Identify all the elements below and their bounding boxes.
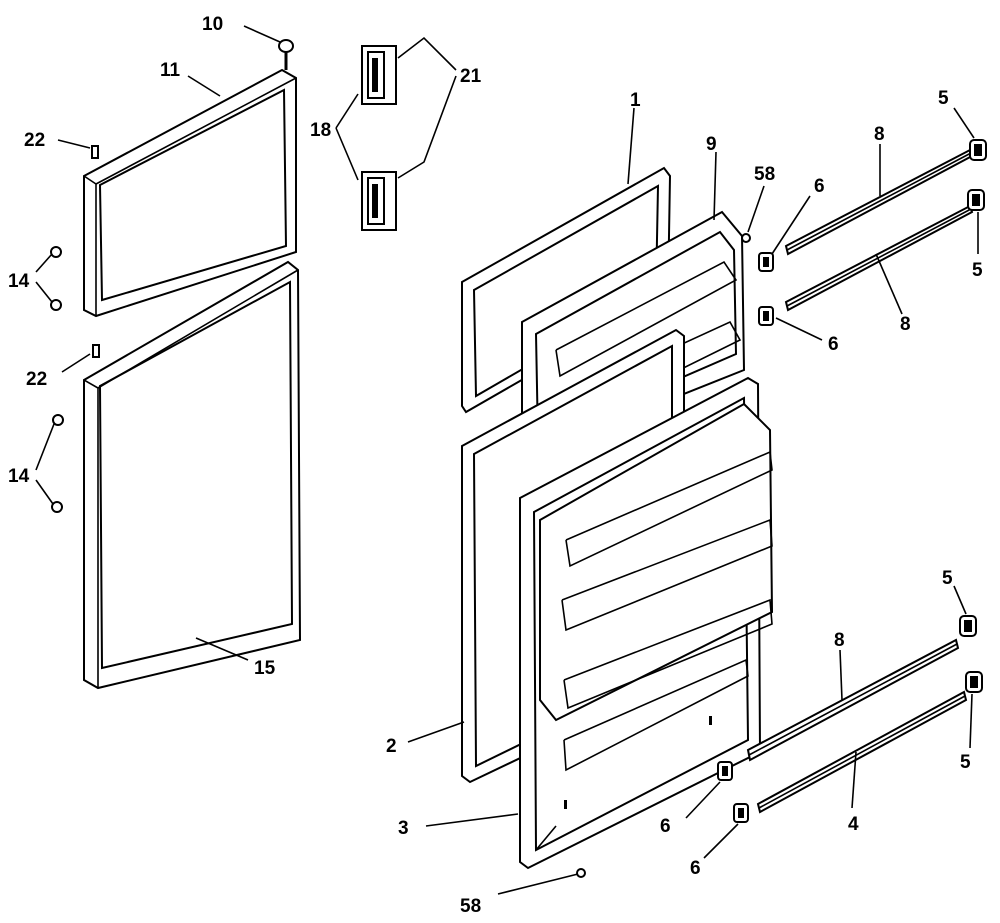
label-22-lower: 22 bbox=[26, 369, 47, 390]
part-15-fresh-food-gasket bbox=[83, 260, 302, 690]
label-11: 11 bbox=[160, 60, 181, 81]
label-58-lower: 58 bbox=[460, 896, 481, 917]
part-14-caps-lower bbox=[51, 414, 64, 513]
label-14-lower: 14 bbox=[8, 466, 30, 487]
part-18-hinge-lower bbox=[361, 171, 397, 231]
part-4-bar-lower bbox=[756, 690, 968, 814]
label-4: 4 bbox=[848, 814, 859, 835]
label-15: 15 bbox=[254, 658, 276, 679]
label-6-lower-b: 6 bbox=[690, 858, 701, 879]
label-1: 1 bbox=[630, 90, 641, 111]
label-10: 10 bbox=[202, 14, 223, 35]
label-6-upper: 6 bbox=[814, 176, 825, 197]
part-6-cap-c bbox=[717, 761, 733, 781]
part-6-cap-a bbox=[758, 252, 774, 272]
part-6-cap-d bbox=[733, 803, 749, 823]
label-18: 18 bbox=[310, 120, 331, 141]
label-5-b: 5 bbox=[972, 260, 983, 281]
part-58-screw-upper bbox=[741, 233, 751, 243]
label-6-middle: 6 bbox=[828, 334, 839, 355]
label-2: 2 bbox=[386, 736, 397, 757]
leader-lines bbox=[35, 25, 979, 895]
label-5-a: 5 bbox=[938, 88, 949, 109]
label-22-upper: 22 bbox=[24, 130, 45, 151]
part-number-labels: 10 11 22 14 22 14 15 18 21 1 9 58 6 8 5 … bbox=[8, 14, 983, 917]
part-5-cap-c bbox=[959, 615, 977, 637]
label-3: 3 bbox=[398, 818, 409, 839]
part-18-hinge-upper bbox=[361, 45, 397, 105]
label-8-upper: 8 bbox=[874, 124, 885, 145]
part-8-bar-upper-a bbox=[784, 148, 974, 256]
part-8-bar-upper-b bbox=[784, 204, 974, 312]
part-5-cap-b bbox=[967, 189, 985, 211]
part-11-freezer-gasket bbox=[83, 68, 297, 318]
label-9: 9 bbox=[706, 134, 717, 155]
part-14-caps-upper bbox=[50, 246, 62, 311]
part-22-plug-upper bbox=[91, 145, 99, 159]
part-3-fresh-food-liner bbox=[519, 376, 774, 870]
label-21: 21 bbox=[460, 66, 482, 87]
part-5-cap-d bbox=[965, 671, 983, 693]
part-58-screw-lower bbox=[576, 868, 586, 878]
label-14-upper: 14 bbox=[8, 271, 30, 292]
part-6-cap-b bbox=[758, 306, 774, 326]
label-5-c: 5 bbox=[942, 568, 953, 589]
part-10-knob bbox=[278, 39, 294, 70]
label-58-upper: 58 bbox=[754, 164, 775, 185]
part-22-plug-lower bbox=[92, 344, 100, 358]
label-8-middle: 8 bbox=[900, 314, 911, 335]
part-1-freezer-door-gasket bbox=[461, 166, 672, 414]
label-6-lower-a: 6 bbox=[660, 816, 671, 837]
part-5-cap-a bbox=[969, 139, 987, 161]
label-8-lower: 8 bbox=[834, 630, 845, 651]
label-5-d: 5 bbox=[960, 752, 971, 773]
part-8-bar-lower bbox=[746, 638, 960, 762]
